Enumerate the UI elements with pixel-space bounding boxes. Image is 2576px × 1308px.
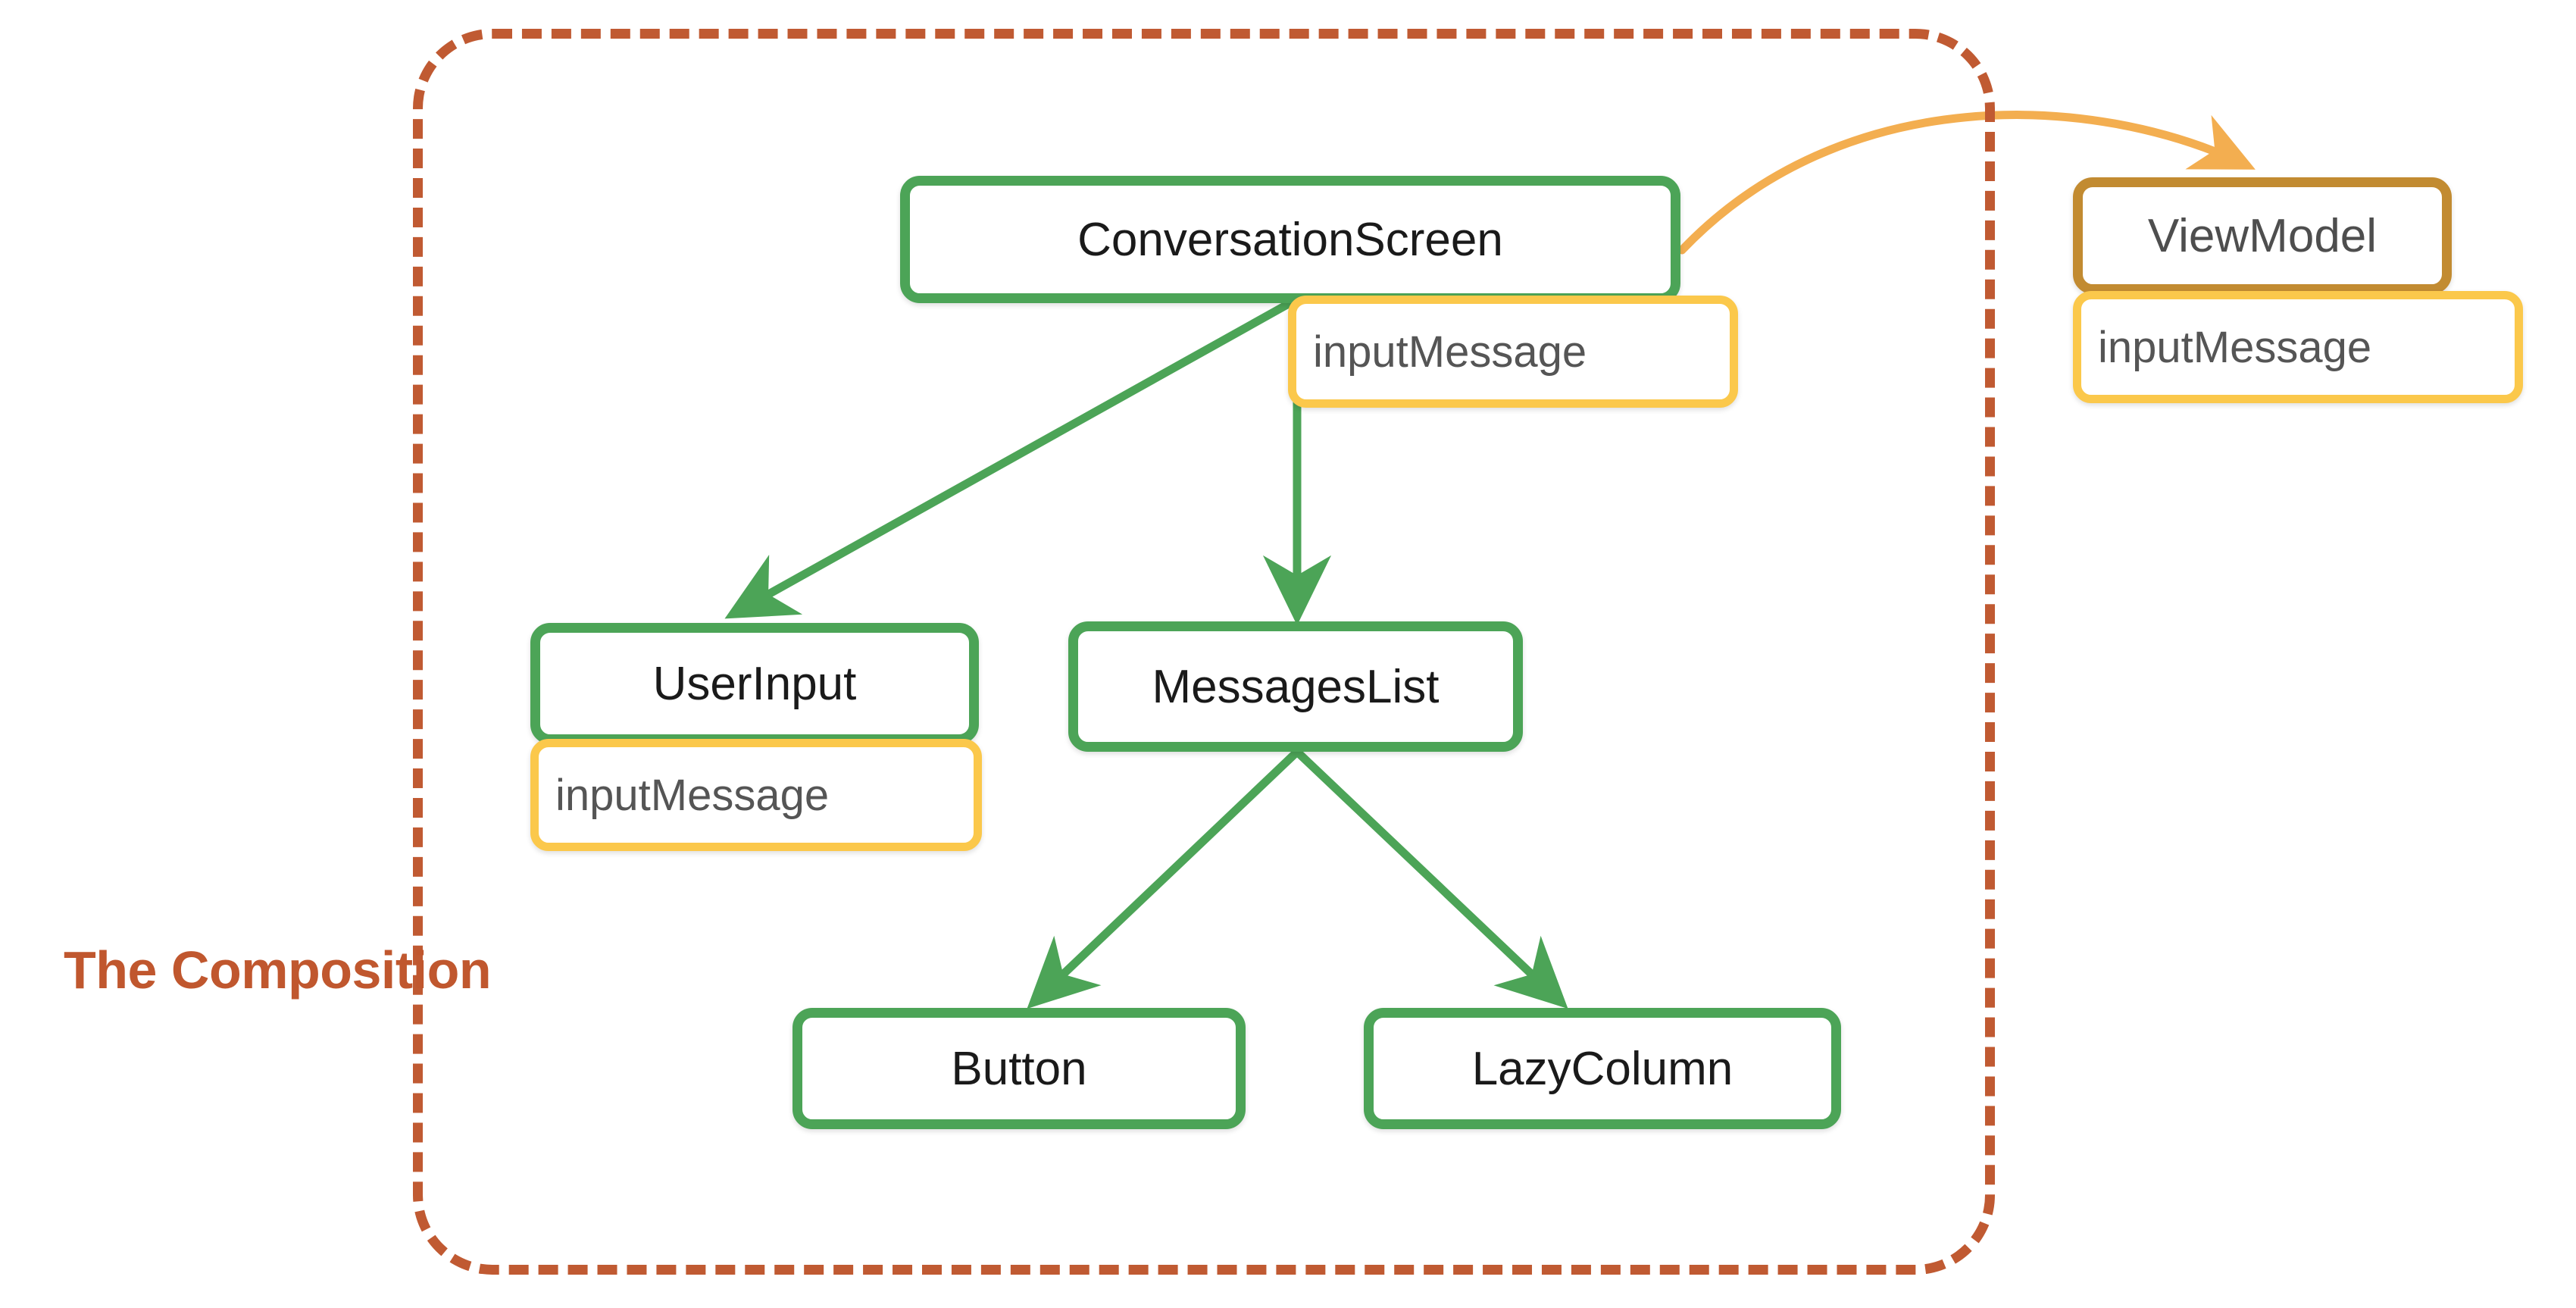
node-label-conversation-screen: ConversationScreen [1077, 213, 1503, 266]
composition-label: The Composition [64, 940, 492, 1000]
node-label-user-input-state: inputMessage [555, 770, 830, 820]
node-label-messages-list: MessagesList [1152, 660, 1440, 713]
node-user-input[interactable]: UserInput [530, 623, 979, 744]
node-label-view-model: ViewModel [2147, 209, 2377, 262]
node-messages-list[interactable]: MessagesList [1068, 621, 1523, 752]
node-label-user-input: UserInput [652, 657, 857, 710]
node-view-model-state[interactable]: inputMessage [2073, 291, 2523, 403]
node-label-lazy-column: LazyColumn [1471, 1042, 1733, 1095]
node-label-button: Button [951, 1042, 1087, 1095]
node-button[interactable]: Button [792, 1008, 1246, 1129]
node-label-view-model-state: inputMessage [2098, 322, 2372, 372]
node-view-model[interactable]: ViewModel [2073, 177, 2452, 294]
node-label-conversation-screen-state: inputMessage [1313, 327, 1587, 377]
node-conversation-screen[interactable]: ConversationScreen [900, 176, 1680, 303]
composition-boundary [413, 29, 1995, 1275]
node-user-input-state[interactable]: inputMessage [530, 739, 982, 851]
node-conversation-screen-state[interactable]: inputMessage [1288, 296, 1738, 408]
node-lazy-column[interactable]: LazyColumn [1364, 1008, 1841, 1129]
